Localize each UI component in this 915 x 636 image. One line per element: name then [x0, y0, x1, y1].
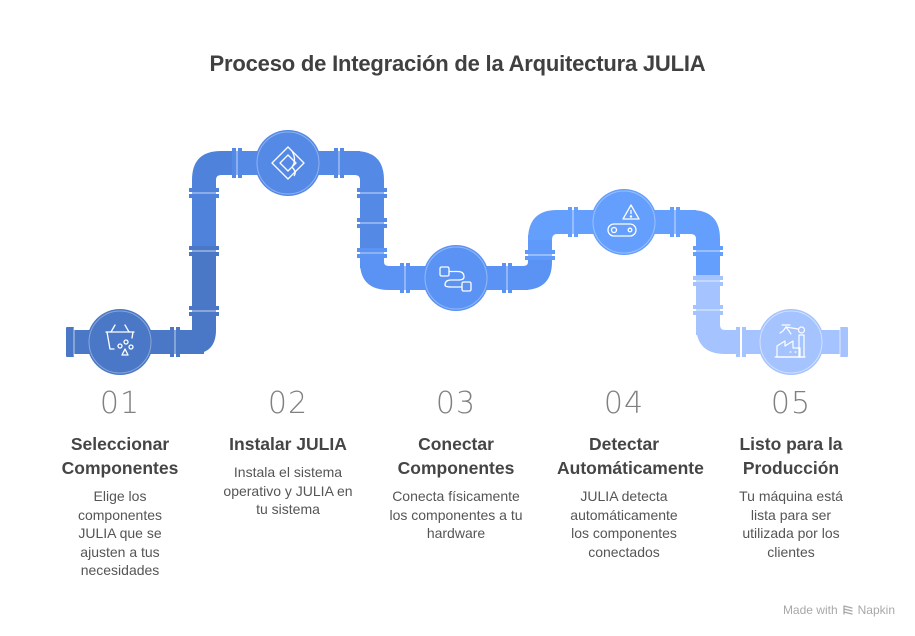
step-node-5 [758, 309, 824, 375]
basket-shapes-icon [105, 324, 135, 356]
step-title: Listo para la Producción [739, 434, 843, 478]
step-description: Tu máquina está lista para ser utilizada… [739, 488, 843, 560]
step-node-1 [87, 309, 153, 375]
flange-highlights [73, 149, 841, 356]
step-4: 04 Detectar Automáticamente JULIA detect… [539, 386, 709, 561]
step-node-2 [255, 130, 321, 196]
step-1: 01 Seleccionar Componentes Elige los com… [35, 386, 205, 580]
step-description: Elige los componentes JULIA que se ajust… [77, 488, 163, 578]
pipe-segment-1 [66, 151, 232, 357]
step-number: 02 [267, 386, 309, 421]
step-title: Conectar Componentes [397, 434, 515, 478]
napkin-watermark[interactable]: Made with Napkin [783, 603, 895, 617]
pipeline-diagram: .flg { fill:#ffffff; opacity:0.55; } [66, 130, 848, 375]
connected-nodes-icon [439, 266, 472, 292]
step-description: Instala el sistema operativo y JULIA en … [223, 464, 353, 517]
step-5: 05 Listo para la Producción Tu máquina e… [706, 386, 876, 561]
step-title: Detectar Automáticamente [557, 434, 704, 478]
step-description: JULIA detecta automáticamente los compon… [570, 488, 678, 560]
step-2: 02 Instalar JULIA Instala el sistema ope… [203, 386, 373, 519]
step-number: 01 [99, 386, 141, 421]
step-node-4 [591, 189, 657, 255]
step-number: 04 [603, 386, 645, 421]
napkin-brand-label: Napkin [857, 603, 895, 617]
page-title: Proceso de Integración de la Arquitectur… [209, 51, 706, 76]
step-description: Conecta físicamente los componentes a tu… [389, 488, 523, 541]
step-title: Instalar JULIA [229, 434, 347, 454]
made-with-label: Made with [782, 603, 838, 617]
step-number: 03 [435, 386, 477, 421]
napkin-logo-icon [842, 605, 853, 615]
step-number: 05 [770, 386, 812, 421]
warning-conveyor-icon [607, 204, 640, 237]
step-title: Seleccionar Componentes [61, 434, 179, 478]
diamond-logo-icon [271, 146, 305, 180]
factory-robot-icon [774, 324, 806, 358]
step-3: 03 Conectar Componentes Conecta físicame… [371, 386, 541, 543]
step-node-3 [423, 245, 489, 311]
